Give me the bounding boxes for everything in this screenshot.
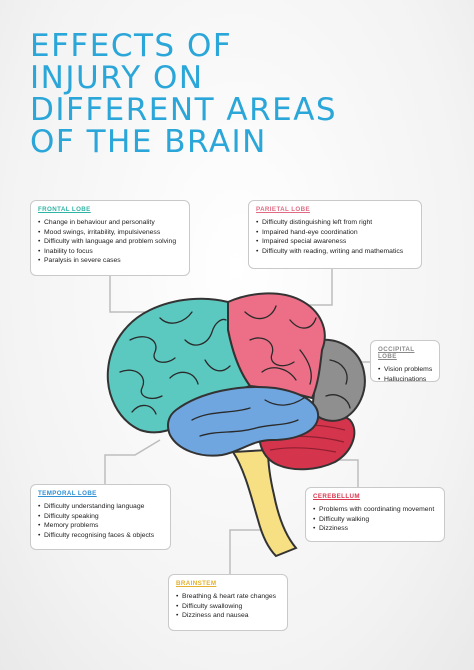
list-item: Problems with coordinating movement (313, 505, 437, 515)
parietal-lobe-list: Difficulty distinguishing left from righ… (256, 218, 414, 256)
list-item: Hallucinations (378, 375, 432, 385)
brainstem-box: BRAINSTEM Breathing & heart rate changes… (168, 574, 288, 631)
title-line: DIFFERENT AREAS (30, 92, 338, 128)
parietal-lobe-heading: PARIETAL LOBE (256, 206, 311, 213)
list-item: Impaired special awareness (256, 237, 414, 247)
occipital-lobe-list: Vision problems Hallucinations (378, 365, 432, 384)
list-item: Difficulty with reading, writing and mat… (256, 247, 414, 257)
parietal-lobe-box: PARIETAL LOBE Difficulty distinguishing … (248, 200, 422, 269)
temporal-lobe-heading: TEMPORAL LOBE (38, 490, 97, 497)
cerebellum-list: Problems with coordinating movement Diff… (313, 505, 437, 534)
brain-folds (119, 305, 351, 437)
list-item: Breathing & heart rate changes (176, 592, 280, 602)
connector-parietal (300, 269, 333, 306)
connector-frontal (109, 276, 148, 313)
list-item: Vision problems (378, 365, 432, 375)
list-item: Inability to focus (38, 247, 182, 257)
occipital-lobe-box: OCCIPITAL LOBE Vision problems Hallucina… (370, 340, 440, 384)
list-item: Difficulty distinguishing left from righ… (256, 218, 414, 228)
list-item: Paralysis in severe cases (38, 256, 182, 266)
brainstem-list: Breathing & heart rate changes Difficult… (176, 592, 280, 621)
list-item: Impaired hand-eye coordination (256, 228, 414, 238)
list-item: Difficulty speaking (38, 512, 163, 522)
cerebellum-box: CEREBELLUM Problems with coordinating mo… (305, 487, 445, 542)
brainstem-heading: BRAINSTEM (176, 580, 217, 587)
title-line: EFFECTS OF (30, 28, 233, 64)
connector-temporal (104, 439, 161, 484)
list-item: Difficulty with language and problem sol… (38, 237, 182, 247)
connector-brainstem (229, 529, 268, 574)
title-line: INJURY ON (30, 60, 204, 96)
list-item: Difficulty understanding language (38, 502, 163, 512)
temporal-lobe-box: TEMPORAL LOBE Difficulty understanding l… (30, 484, 171, 550)
frontal-lobe-heading: FRONTAL LOBE (38, 206, 91, 213)
title-line: OF THE BRAIN (30, 124, 267, 160)
list-item: Change in behaviour and personality (38, 218, 182, 228)
list-item: Dizziness (313, 524, 437, 534)
frontal-lobe-box: FRONTAL LOBE Change in behaviour and per… (30, 200, 190, 276)
page-title: EFFECTS OF INJURY ON DIFFERENT AREAS OF … (30, 30, 450, 158)
list-item: Mood swings, irritability, impulsiveness (38, 228, 182, 238)
list-item: Memory problems (38, 521, 163, 531)
cerebellum-heading: CEREBELLUM (313, 493, 360, 500)
occipital-lobe-heading: OCCIPITAL LOBE (378, 346, 415, 360)
list-item: Difficulty recognising faces & objects (38, 531, 163, 541)
frontal-lobe-list: Change in behaviour and personality Mood… (38, 218, 182, 266)
list-item: Difficulty swallowing (176, 602, 280, 612)
list-item: Dizziness and nausea (176, 611, 280, 621)
brainstem-shape (231, 448, 298, 558)
list-item: Difficulty walking (313, 515, 437, 525)
temporal-lobe-shape (167, 385, 320, 457)
temporal-lobe-list: Difficulty understanding language Diffic… (38, 502, 163, 540)
